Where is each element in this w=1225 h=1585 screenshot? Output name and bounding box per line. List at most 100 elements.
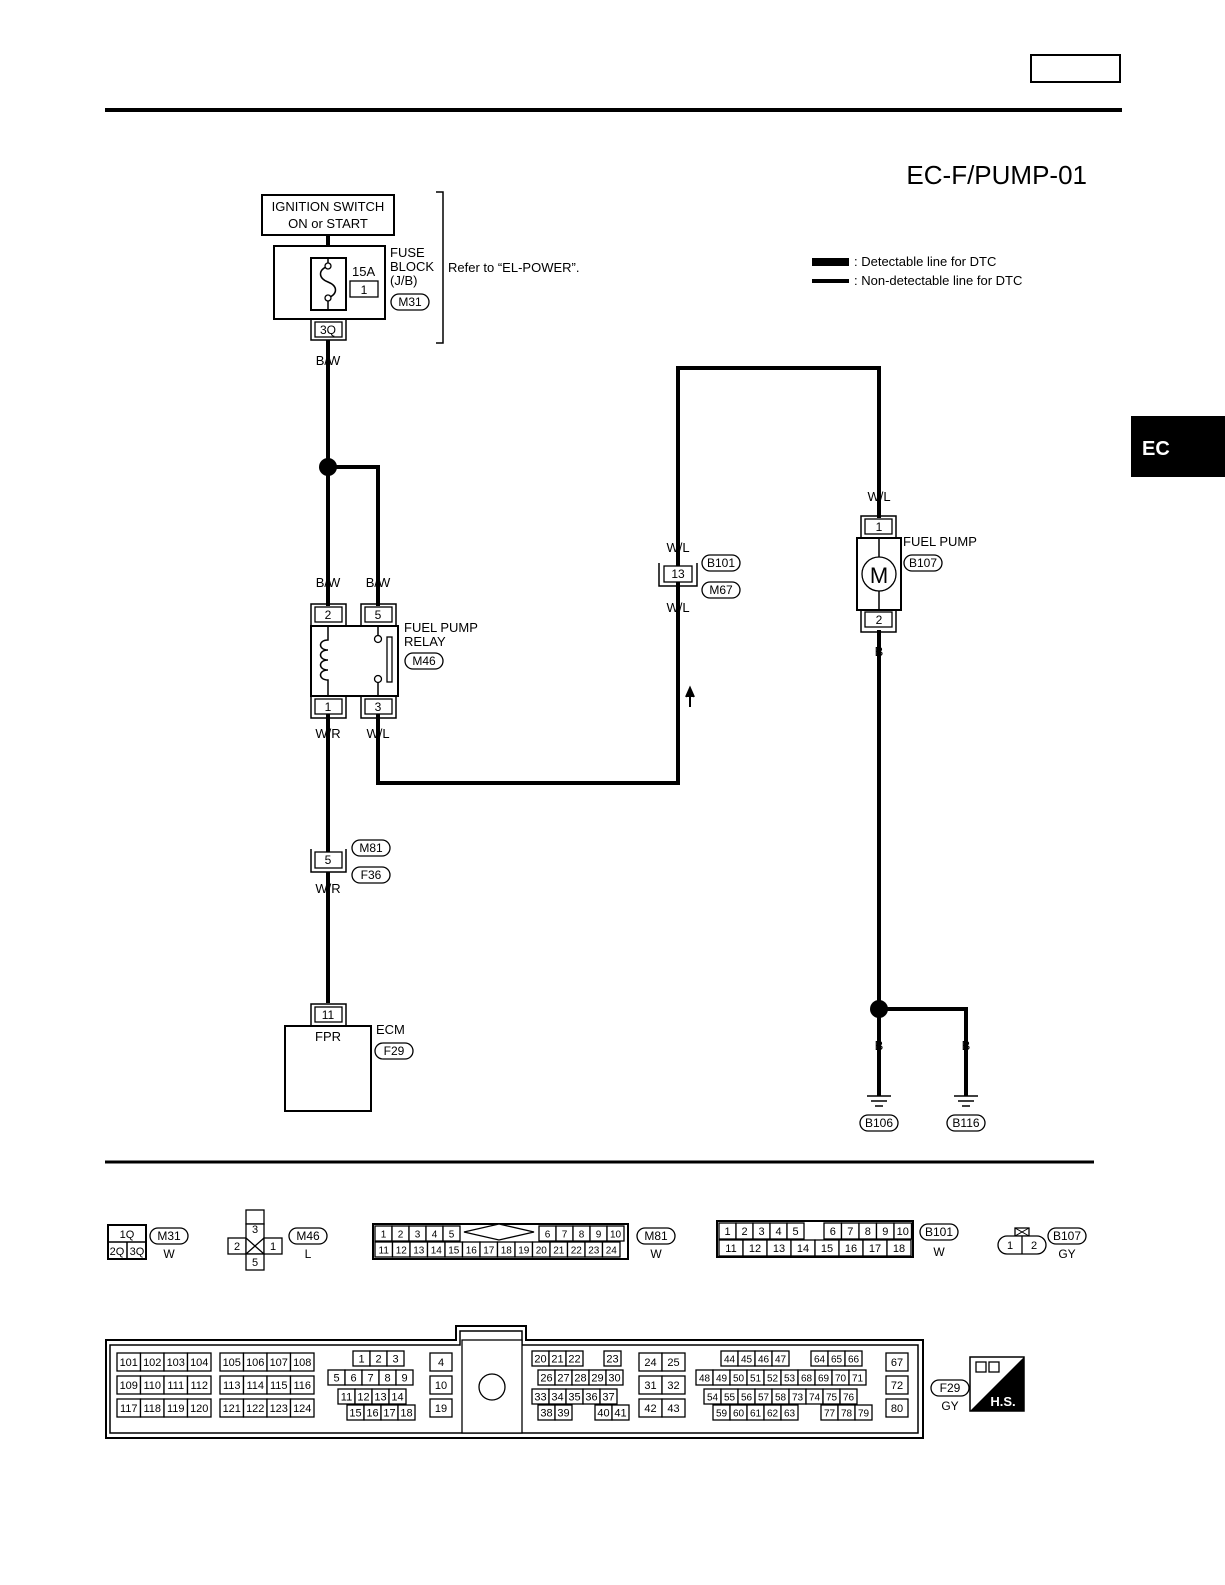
- ground-icon-2: [954, 1095, 978, 1107]
- connector-pin-cell: [395, 1369, 414, 1386]
- connector-pin-number: 17: [869, 1243, 881, 1255]
- connector-pin-number: 3: [415, 1230, 421, 1241]
- label-wl-relay: W/L: [366, 726, 389, 741]
- ecm-label: ECM: [376, 1022, 405, 1037]
- connector-pin-number: 13: [374, 1392, 386, 1404]
- connector-pin-number: 9: [882, 1226, 888, 1238]
- connector-pin-cell: [661, 1375, 686, 1395]
- connector-pin-cell: [848, 1369, 867, 1386]
- ignition-switch-line1: IGNITION SWITCH: [272, 199, 385, 214]
- fuse-block-label3: (J/B): [390, 273, 417, 288]
- side-tab: [1131, 416, 1225, 477]
- connector-pin-number: 112: [190, 1380, 208, 1392]
- label-b-ground1: B: [875, 1038, 884, 1053]
- m81-key-icon: [463, 1223, 535, 1241]
- connector-pin-cell: [893, 1222, 913, 1240]
- connector-pin-cell: [885, 1398, 909, 1418]
- b107-color: GY: [1058, 1247, 1075, 1261]
- connector-pin-number: 28: [574, 1373, 586, 1385]
- m31-color: W: [163, 1247, 175, 1261]
- label-bw-top: B/W: [316, 353, 341, 368]
- relay-pin-3: 3: [375, 700, 382, 714]
- mid-connector-lower: F36: [361, 868, 382, 882]
- legend-detectable: : Detectable line for DTC: [854, 254, 996, 269]
- connector-pin-number: 62: [767, 1409, 779, 1420]
- connector-pin-number: 53: [784, 1374, 796, 1385]
- connector-pin-number: 20: [536, 1246, 548, 1257]
- connector-pin-number: 1: [724, 1226, 730, 1238]
- connector-pin-number: 107: [270, 1357, 288, 1369]
- label-b-pump: B: [875, 644, 884, 659]
- relay-coil-icon: [319, 626, 329, 696]
- b101-color: W: [933, 1245, 945, 1259]
- ecm-terminal-name: FPR: [315, 1029, 341, 1044]
- joint-connector-lower: M67: [709, 583, 733, 597]
- label-bw-left: B/W: [316, 575, 341, 590]
- connector-pin-number: 5: [449, 1230, 455, 1241]
- connector-pin-number: 16: [466, 1246, 478, 1257]
- connector-pin-cell: [397, 1404, 416, 1421]
- connector-pin-cell: [186, 1375, 212, 1395]
- connector-pin-number: 18: [400, 1408, 412, 1420]
- connector-pin-cell: [186, 1398, 212, 1418]
- m31-pin-3q: 3Q: [130, 1246, 145, 1258]
- connector-pin-cell: [771, 1350, 790, 1367]
- b107-name: B107: [1053, 1229, 1081, 1243]
- connector-pin-number: 39: [557, 1408, 569, 1420]
- connector-pin-number: 79: [858, 1409, 870, 1420]
- connector-pin-number: 78: [841, 1409, 853, 1420]
- connector-pin-number: 21: [553, 1246, 565, 1257]
- connector-pin-number: 19: [518, 1246, 530, 1257]
- fuse-block-connector-badge: [390, 293, 430, 311]
- connector-pin-number: 8: [384, 1373, 390, 1385]
- b101-name: B101: [925, 1225, 953, 1239]
- connector-pin-number: 3: [392, 1354, 398, 1366]
- connector-pin-number: 119: [167, 1403, 185, 1415]
- connector-pin-number: 13: [773, 1243, 785, 1255]
- fuse-number-box: [349, 280, 379, 298]
- connector-pin-cell: [885, 1352, 909, 1372]
- connector-pin-number: 18: [501, 1246, 513, 1257]
- connector-pin-number: 15: [821, 1243, 833, 1255]
- refer-text: Refer to “EL-POWER”.: [448, 260, 579, 275]
- connector-pin-number: 70: [835, 1374, 847, 1385]
- connector-pin-number: 71: [852, 1374, 864, 1385]
- connector-pin-number: 122: [246, 1403, 264, 1415]
- relay-pin-1: 1: [325, 700, 332, 714]
- fuse-block-label2: BLOCK: [390, 259, 434, 274]
- connector-pin-number: 24: [644, 1357, 656, 1369]
- connector-pin-number: 31: [644, 1380, 656, 1392]
- m46-name: M46: [296, 1229, 320, 1243]
- pump-pin-1: 1: [876, 520, 883, 534]
- connector-pin-number: 37: [602, 1392, 614, 1404]
- connector-pin-number: 77: [824, 1409, 836, 1420]
- label-bw-right: B/W: [366, 575, 391, 590]
- connector-pin-number: 25: [667, 1357, 679, 1369]
- connector-pin-number: 111: [167, 1380, 184, 1392]
- connector-pin-number: 17: [383, 1408, 395, 1420]
- connector-pin-number: 23: [606, 1354, 618, 1366]
- joint-connector-upper: B101: [707, 556, 735, 570]
- connector-pin-number: 40: [597, 1408, 609, 1420]
- connector-pin-number: 20: [534, 1354, 546, 1366]
- connector-pin-cell: [661, 1398, 686, 1418]
- b107-pin-2: 2: [1031, 1240, 1037, 1252]
- connector-pin-cell: [429, 1375, 453, 1395]
- connector-pin-number: 5: [792, 1226, 798, 1238]
- connector-pin-number: 45: [741, 1355, 753, 1366]
- connector-pin-number: 12: [749, 1243, 761, 1255]
- ecm-pin-11: 11: [322, 1008, 335, 1022]
- wires: [319, 340, 968, 1096]
- connector-pin-number: 26: [540, 1373, 552, 1385]
- connector-pin-cell: [599, 1388, 618, 1405]
- connector-pin-number: 57: [758, 1393, 770, 1404]
- connector-pin-cell: [289, 1375, 315, 1395]
- wire-wl-joint-to-pump: [676, 366, 881, 566]
- connector-pin-number: 68: [801, 1374, 813, 1385]
- pump-pin-2: 2: [876, 613, 883, 627]
- connector-pin-cell: [442, 1225, 461, 1242]
- connector-pin-number: 115: [270, 1380, 288, 1392]
- connector-pin-number: 36: [585, 1392, 597, 1404]
